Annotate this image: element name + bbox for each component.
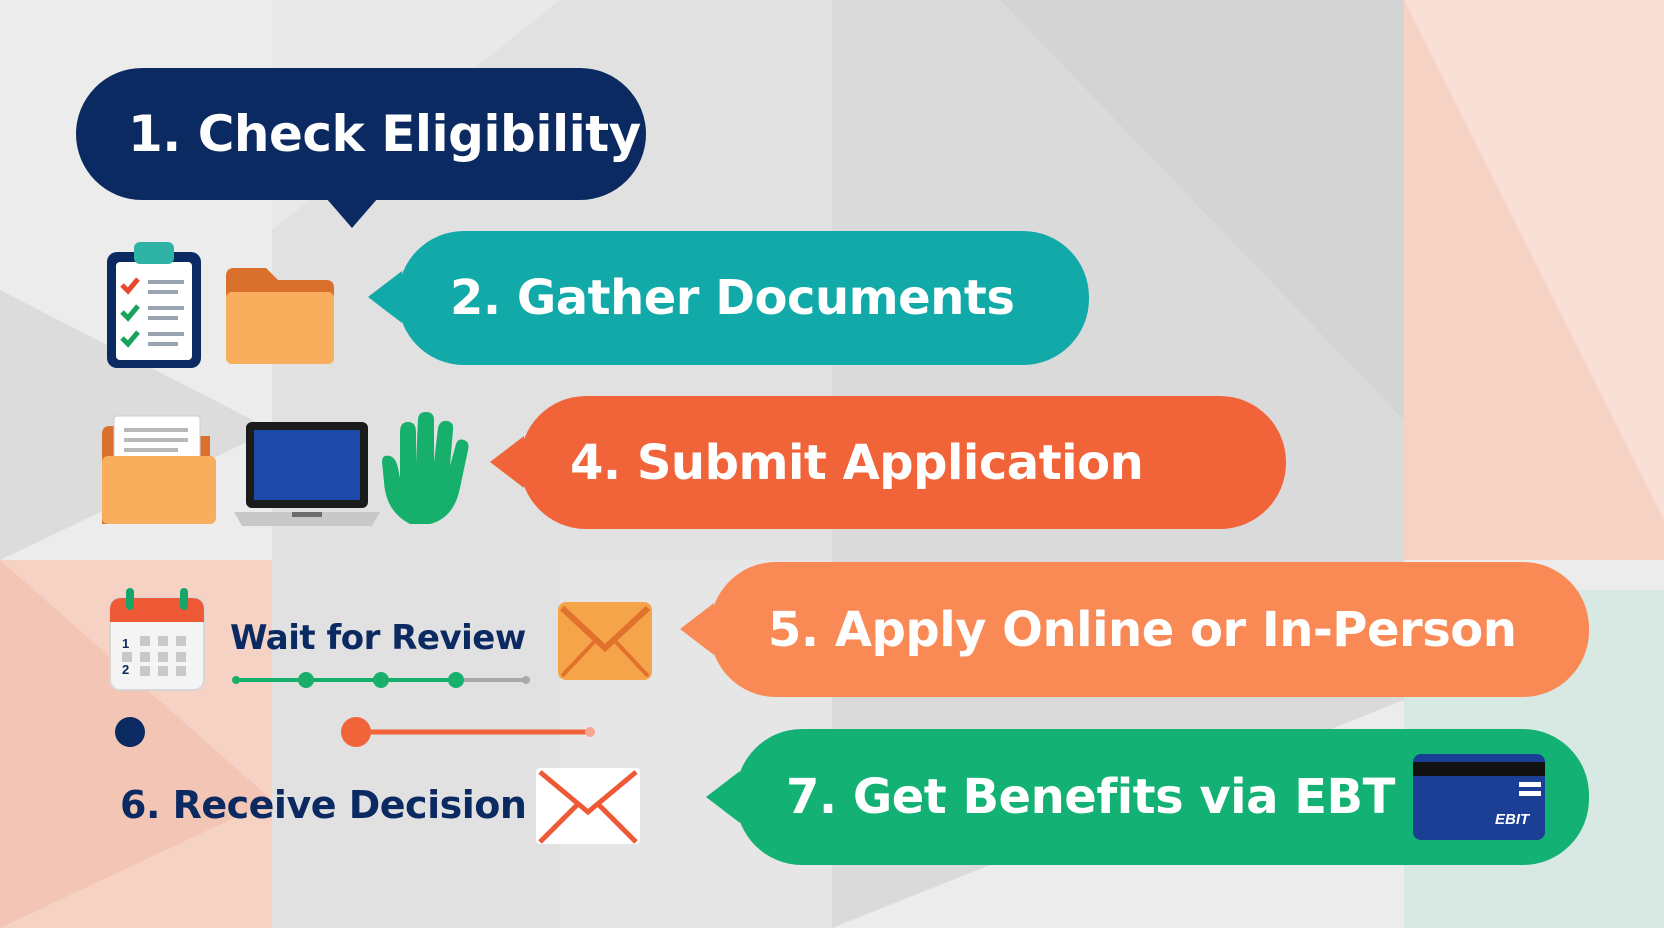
ebt-card-label: EBIT	[1495, 811, 1531, 828]
step-4-bubble: 4. Submit Application	[490, 396, 1286, 529]
step-1-label: 1. Check Eligibility	[128, 105, 641, 163]
step-7-bubble-tail	[706, 771, 740, 823]
step-1-bubble: 1. Check Eligibility	[76, 68, 646, 228]
decision-progress-line	[115, 717, 595, 747]
folder-documents-icon	[102, 415, 216, 524]
step-6-label: 6. Receive Decision	[120, 783, 527, 827]
step-2-bubble-tail	[368, 271, 402, 323]
step-5-bubble: 5. Apply Online or In-Person	[680, 562, 1589, 697]
step-1-bubble-tail	[326, 198, 378, 228]
step-5-bubble-tail	[680, 603, 714, 655]
step-4-label: 4. Submit Application	[570, 434, 1144, 491]
ebt-card-icon: EBIT	[1413, 754, 1545, 840]
step-2-bubble: 2. Gather Documents	[368, 231, 1089, 365]
envelope-icon	[558, 602, 652, 680]
raised-hand-icon	[382, 412, 469, 524]
review-progress-track	[232, 672, 530, 688]
folder-icon	[226, 268, 334, 364]
calendar-day-1: 1	[122, 636, 129, 651]
step-7-label: 7. Get Benefits via EBT Card	[786, 769, 1535, 825]
step-5-label: 5. Apply Online or In-Person	[768, 601, 1517, 658]
laptop-icon	[234, 422, 380, 526]
calendar-day-2: 2	[122, 662, 129, 677]
wait-for-review-label: Wait for Review	[230, 618, 526, 658]
step-2-label: 2. Gather Documents	[450, 270, 1015, 326]
clipboard-checklist-icon	[107, 242, 201, 368]
step-4-bubble-tail	[490, 436, 524, 488]
envelope-outline-icon	[536, 768, 640, 844]
calendar-icon: 1 2	[109, 588, 205, 691]
